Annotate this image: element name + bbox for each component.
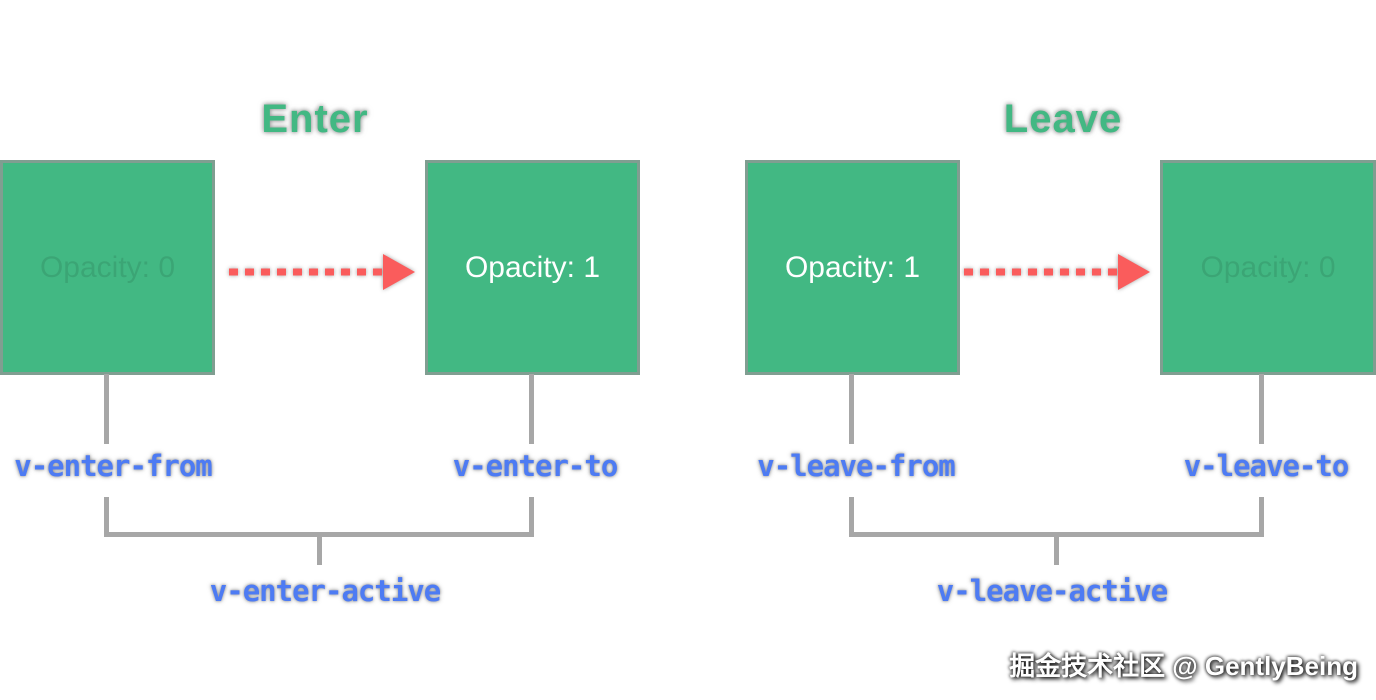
leave-active-bracket-tick <box>1054 535 1059 565</box>
enter-to-box-label: Opacity: 1 <box>464 250 601 284</box>
leave-from-box: Opacity: 1 <box>745 160 960 375</box>
leave-to-box-label: Opacity: 0 <box>1200 250 1336 284</box>
leave-from-class-label: v-leave-from <box>757 449 956 483</box>
enter-active-bracket <box>104 497 534 537</box>
enter-from-box-label: Opacity: 0 <box>39 250 176 284</box>
leave-from-box-label: Opacity: 1 <box>784 250 921 284</box>
leave-to-class-label: v-leave-to <box>1183 449 1350 483</box>
arrow-head <box>383 254 415 290</box>
enter-from-connector-line <box>104 374 109 444</box>
leave-dashed-right-arrow-icon <box>964 254 1150 290</box>
leave-title: Leave <box>1003 97 1123 142</box>
enter-to-connector-line <box>529 374 534 444</box>
enter-to-class-label: v-enter-to <box>452 449 619 483</box>
enter-to-box: Opacity: 1 <box>425 160 640 375</box>
arrow-head <box>1118 254 1150 290</box>
leave-active-class-label: v-leave-active <box>936 574 1168 608</box>
watermark: 掘金技术社区 @ GentlyBeing <box>1009 651 1358 681</box>
enter-active-class-label: v-enter-active <box>209 574 441 608</box>
enter-title: Enter <box>261 97 369 142</box>
enter-from-box: Opacity: 0 <box>0 160 215 375</box>
enter-from-class-label: v-enter-from <box>14 449 213 483</box>
enter-dashed-right-arrow-icon <box>229 254 415 290</box>
leave-to-box: Opacity: 0 <box>1160 160 1376 375</box>
enter-active-bracket-tick <box>317 535 322 565</box>
leave-to-connector-line <box>1259 374 1264 444</box>
leave-active-bracket <box>849 497 1264 537</box>
leave-from-connector-line <box>849 374 854 444</box>
